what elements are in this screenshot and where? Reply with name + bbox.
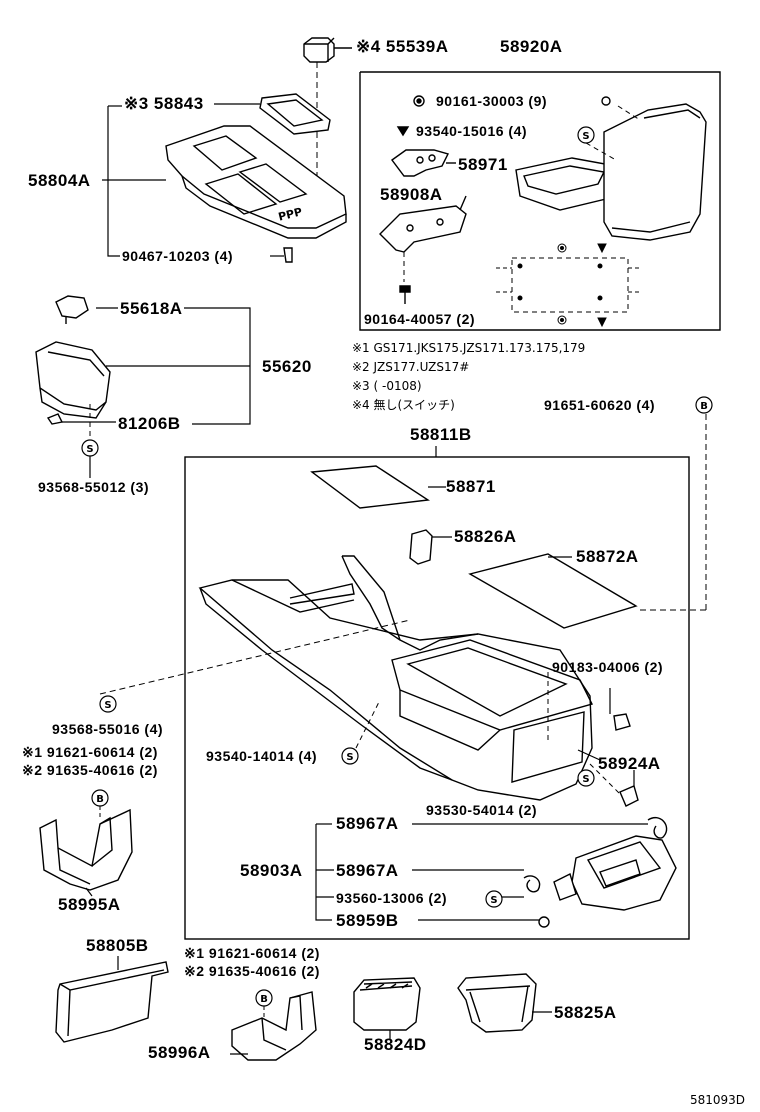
clip-58826A-drawing [409, 529, 433, 565]
pocket-58825A-drawing [457, 973, 552, 1033]
panel-code-text: PPP [277, 205, 304, 223]
B-symbol: B [700, 401, 708, 412]
armrest-lid-58920A-drawing [515, 103, 707, 241]
pad-58871-drawing [310, 465, 430, 509]
label-58996A: 58996A [148, 1043, 211, 1062]
S-symbol: S [582, 774, 589, 785]
label-58971: 58971 [458, 155, 508, 174]
label-58824D: 58824D [364, 1035, 427, 1054]
group-bracket-58920A [359, 71, 721, 331]
bracket-58995A-drawing [39, 789, 133, 897]
note-1: ※1 GS171.JKS175.JZS171.173.175,179 [352, 341, 586, 355]
console-box-58811B-drawing [198, 555, 594, 801]
label-55618A: 55618A [120, 299, 183, 318]
tray-58824D-drawing [353, 977, 421, 1040]
diagram-reference-code: 581093D [690, 1093, 746, 1107]
panel-58805B-drawing [55, 956, 169, 1043]
label-90164: 90164-40057 (2) [364, 311, 476, 327]
S-symbol: S [346, 752, 353, 763]
label-91651: 91651-60620 (4) [544, 397, 656, 413]
S-symbol: S [104, 700, 111, 711]
label-58908A: 58908A [380, 185, 443, 204]
label-58805B: 58805B [86, 936, 149, 955]
label-81206B: 81206B [118, 414, 181, 433]
label-90467: 90467-10203 (4) [122, 248, 234, 264]
label-93568-55012: 93568-55012 (3) [38, 479, 150, 495]
label-58804A: 58804A [28, 171, 91, 190]
label-93540-14014: 93540-14014 (4) [206, 748, 318, 764]
bracket-58996A-drawing [230, 989, 317, 1061]
S-symbol: S [582, 131, 589, 142]
B-symbol: B [96, 794, 104, 805]
S-symbol: S [490, 895, 497, 906]
label-93540-15016: 93540-15016 (4) [416, 123, 528, 139]
ashtray-55620-drawing [35, 295, 111, 425]
label-58959B: 58959B [336, 911, 399, 930]
panel-58804A-drawing [165, 125, 347, 239]
B-symbol: B [260, 994, 268, 1005]
label-58811B: 58811B [410, 425, 472, 444]
plate-58843-drawing [259, 93, 331, 135]
label-58826A: 58826A [454, 527, 517, 546]
label-58872A: 58872A [576, 547, 639, 566]
label-91635-a: ※2 91635-40616 (2) [22, 762, 158, 778]
label-58871: 58871 [446, 477, 496, 496]
note-3: ※3 ( -0108) [352, 379, 422, 393]
label-91621-a: ※1 91621-60614 (2) [22, 744, 158, 760]
lid-underside-view [496, 243, 640, 328]
label-58920A: 58920A [500, 37, 563, 56]
label-93530: 93530-54014 (2) [426, 802, 538, 818]
group-frame-58811B [184, 456, 690, 940]
label-90183: 90183-04006 (2) [552, 659, 664, 675]
label-55539A: ※4 55539A [356, 37, 449, 56]
S-symbol: S [86, 444, 93, 455]
label-91621-b: ※1 91621-60614 (2) [184, 945, 320, 961]
label-58924A: 58924A [598, 754, 661, 773]
label-91635-b: ※2 91635-40616 (2) [184, 963, 320, 979]
note-2: ※2 JZS177.UZS17# [352, 360, 470, 374]
pad-58872A-drawing [468, 553, 638, 629]
label-58967A-2: 58967A [336, 861, 399, 880]
label-93560: 93560-13006 (2) [336, 890, 448, 906]
label-58967A-1: 58967A [336, 814, 399, 833]
label-58903A: 58903A [240, 861, 303, 880]
label-58825A: 58825A [554, 1003, 617, 1022]
label-90161: 90161-30003 (9) [436, 93, 548, 109]
label-55620: 55620 [262, 357, 312, 376]
nut-90183-drawing [613, 713, 631, 731]
label-58843: ※3 58843 [124, 94, 204, 113]
label-93568-55016: 93568-55016 (4) [52, 721, 164, 737]
label-58995A: 58995A [58, 895, 121, 914]
box-58903A-drawing [523, 817, 677, 928]
note-4: ※4 無し(スイッチ) [352, 398, 455, 412]
